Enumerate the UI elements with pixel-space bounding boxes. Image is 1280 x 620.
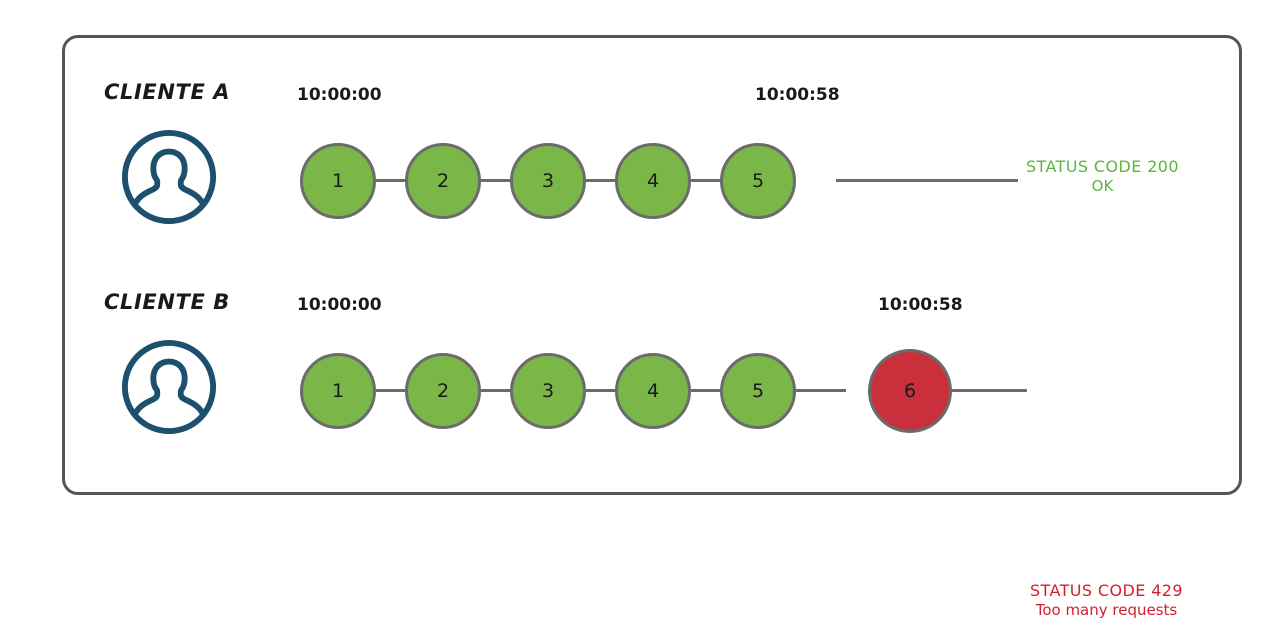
client-b-label: CLIENTE B (104, 290, 230, 314)
client-b-time-end: 10:00:58 (878, 295, 963, 315)
request-node[interactable]: 2 (405, 353, 481, 429)
link-5-6 (796, 389, 846, 392)
request-node[interactable]: 2 (405, 143, 481, 219)
link-3-4 (586, 179, 636, 182)
client-a-time-start: 10:00:00 (297, 85, 382, 105)
request-node[interactable]: 1 (300, 353, 376, 429)
link-2-3 (481, 389, 531, 392)
status-message-text: OK (1091, 177, 1114, 195)
link-6-status (941, 389, 1027, 392)
link-1-2 (376, 179, 426, 182)
client-a-time-end: 10:00:58 (755, 85, 840, 105)
client-b-time-start: 10:00:00 (297, 295, 382, 315)
link-4-5 (691, 389, 741, 392)
user-avatar-icon (120, 128, 218, 226)
request-node[interactable]: 3 (510, 143, 586, 219)
request-node[interactable]: 4 (615, 143, 691, 219)
request-node[interactable]: 5 (720, 353, 796, 429)
client-a-status-label: STATUS CODE 200 OK (1026, 157, 1179, 196)
request-node[interactable]: 4 (615, 353, 691, 429)
request-node[interactable]: 3 (510, 353, 586, 429)
status-code-text: STATUS CODE 429 (1030, 581, 1183, 600)
user-avatar-icon (120, 338, 218, 436)
diagram-canvas: CLIENTE A 10:00:00 10:00:58 1 2 3 4 5 ST… (62, 35, 1242, 619)
request-node-error[interactable]: 6 (868, 349, 952, 433)
request-node[interactable]: 5 (720, 143, 796, 219)
link-5-status (836, 179, 1018, 182)
client-a-label: CLIENTE A (104, 80, 231, 104)
link-1-2 (376, 389, 426, 392)
status-message-text: Too many requests (1035, 601, 1178, 619)
status-code-text: STATUS CODE 200 (1026, 157, 1179, 176)
link-4-5 (691, 179, 741, 182)
client-b-status-label: STATUS CODE 429 Too many requests (1030, 581, 1183, 620)
request-node[interactable]: 1 (300, 143, 376, 219)
link-3-4 (586, 389, 636, 392)
link-2-3 (481, 179, 531, 182)
